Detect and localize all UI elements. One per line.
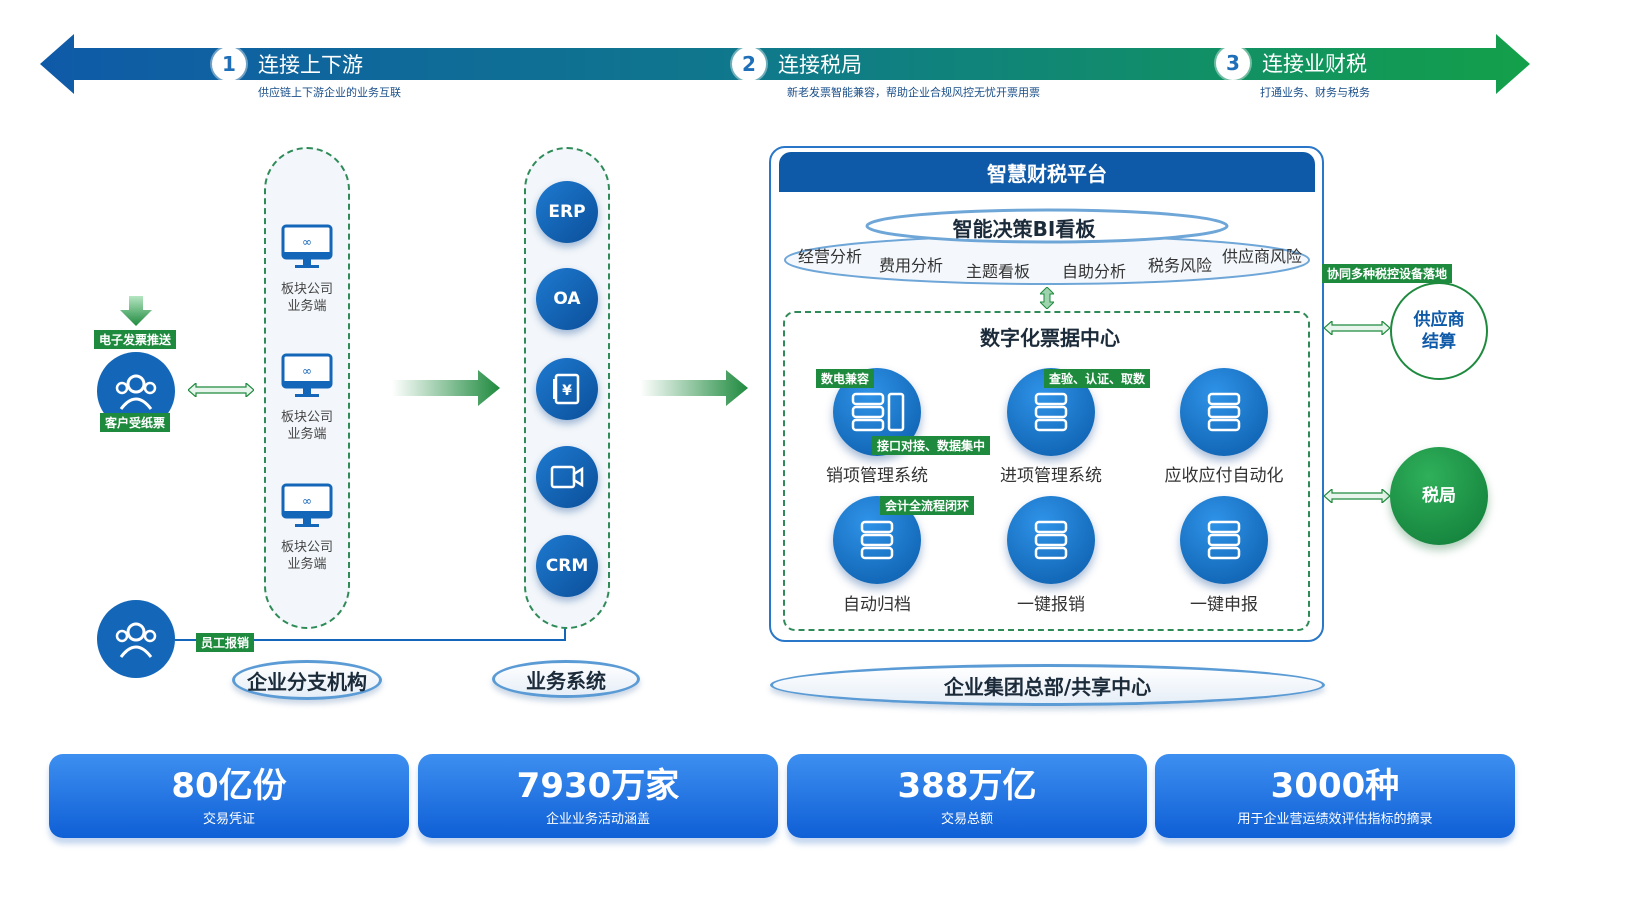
stat-value: 7930万家: [516, 766, 680, 806]
bi-title: 智能决策BI看板: [952, 217, 1096, 241]
step-title: 连接上下游: [258, 53, 363, 77]
video-camera-icon: [550, 465, 584, 489]
platform-title: 智慧财税平台: [779, 152, 1315, 192]
module-label: 进项管理系统: [1000, 466, 1102, 486]
stat-card: 388万亿 交易总额: [787, 754, 1147, 838]
erp-node: ERP: [536, 181, 598, 243]
monitor-icon: ∞: [281, 224, 333, 276]
bi-item: 费用分析: [879, 256, 944, 275]
stat-value: 388万亿: [897, 766, 1037, 806]
tag-digital-compatible: 数电兼容: [816, 369, 875, 388]
bi-item: 自助分析: [1062, 262, 1127, 281]
stat-label: 交易总额: [940, 812, 993, 827]
database-icon: [1034, 520, 1068, 560]
bi-item: 经营分析: [798, 247, 863, 266]
step-subtitle: 供应链上下游企业的业务互联: [258, 86, 401, 99]
systems-title: 业务系统: [492, 660, 640, 698]
tag-verify: 查验、认证、取数: [1044, 369, 1151, 388]
branch-node-label: 板块公司 业务端: [280, 540, 333, 572]
invoice-icon: ¥: [553, 373, 580, 405]
step-subtitle: 新老发票智能兼容，帮助企业合规风控无忧开票用票: [787, 86, 1040, 99]
tag-accounting: 会计全流程闭环: [880, 496, 975, 515]
stat-value: 80亿份: [171, 766, 287, 806]
paper-tag: 客户受纸票: [100, 413, 171, 432]
tag-interface: 接口对接、数据集中: [872, 436, 991, 455]
database-icon: [860, 520, 894, 560]
branch-node-label: 板块公司 业务端: [280, 410, 333, 442]
stat-label: 交易凭证: [202, 812, 255, 827]
double-arrow-icon: [188, 383, 254, 397]
module-label: 一键报销: [1017, 595, 1085, 615]
svg-text:¥: ¥: [562, 383, 572, 399]
stat-label: 企业业务活动涵盖: [545, 812, 650, 827]
database-icon: [1207, 392, 1241, 432]
employee-avatar: [97, 600, 175, 678]
svg-text:∞: ∞: [302, 494, 312, 508]
hq-title: 企业集团总部/共享中心: [770, 664, 1325, 706]
double-arrow-icon: [1324, 321, 1390, 335]
ticket-center: [783, 311, 1310, 631]
declare-module-icon: [1180, 496, 1268, 584]
flow-arrow-icon: [392, 370, 500, 406]
step-subtitle: 打通业务、财务与税务: [1260, 86, 1370, 99]
svg-text:∞: ∞: [302, 235, 312, 249]
module-label: 一键申报: [1190, 595, 1258, 615]
stat-card: 7930万家 企业业务活动涵盖: [418, 754, 778, 838]
double-arrow-icon: [1324, 489, 1390, 503]
tax-bureau-node: 税局: [1390, 447, 1488, 545]
oa-node: OA: [536, 268, 598, 330]
users-icon: [115, 622, 157, 658]
banner-arrow: [40, 34, 1530, 94]
banner-step-2: 2 连接税局: [732, 47, 862, 81]
crm-node: CRM: [536, 535, 598, 597]
monitor-icon: ∞: [281, 353, 333, 405]
invoice-node: ¥: [536, 358, 598, 420]
step-number: 1: [212, 47, 246, 81]
step-number: 2: [732, 47, 766, 81]
monitor-icon: ∞: [281, 483, 333, 535]
down-arrow-icon: [120, 296, 152, 326]
banner-step-1: 1 连接上下游: [212, 47, 363, 81]
module-label: 应收应付自动化: [1164, 466, 1284, 486]
branch-title: 企业分支机构: [232, 660, 382, 700]
ticket-center-title: 数字化票据中心: [980, 326, 1120, 350]
branch-node-label: 板块公司 业务端: [280, 282, 333, 314]
step-number: 3: [1216, 46, 1250, 80]
video-node: [536, 446, 598, 508]
svg-text:∞: ∞: [302, 364, 312, 378]
module-label: 自动归档: [843, 595, 911, 615]
tag-tax-devices: 协同多种税控设备落地: [1322, 264, 1453, 283]
flow-arrow-icon: [640, 370, 748, 406]
employee-tag: 员工报销: [196, 633, 255, 652]
push-tag: 电子发票推送: [94, 330, 177, 349]
reimburse-module-icon: [1007, 496, 1095, 584]
step-title: 连接业财税: [1262, 52, 1367, 76]
module-label: 销项管理系统: [826, 466, 928, 486]
step-title: 连接税局: [778, 53, 862, 77]
vertical-double-arrow-icon: [1040, 287, 1054, 309]
bi-item: 供应商风险: [1222, 247, 1303, 266]
banner-step-3: 3 连接业财税: [1216, 46, 1367, 80]
database-icon: [1034, 392, 1068, 432]
stat-card: 80亿份 交易凭证: [49, 754, 409, 838]
bi-item: 主题看板: [966, 262, 1031, 281]
stat-value: 3000种: [1270, 766, 1400, 806]
users-icon: [115, 374, 157, 410]
database-icon: [1207, 520, 1241, 560]
supplier-node: 供应商 结算: [1390, 282, 1488, 380]
ar-ap-module-icon: [1180, 368, 1268, 456]
stat-card: 3000种 用于企业营运绩效评估指标的摘录: [1155, 754, 1515, 838]
bi-ring: [784, 208, 1310, 285]
server-icon: [851, 392, 905, 432]
bi-item: 税务风险: [1148, 256, 1213, 275]
stat-label: 用于企业营运绩效评估指标的摘录: [1237, 812, 1433, 827]
